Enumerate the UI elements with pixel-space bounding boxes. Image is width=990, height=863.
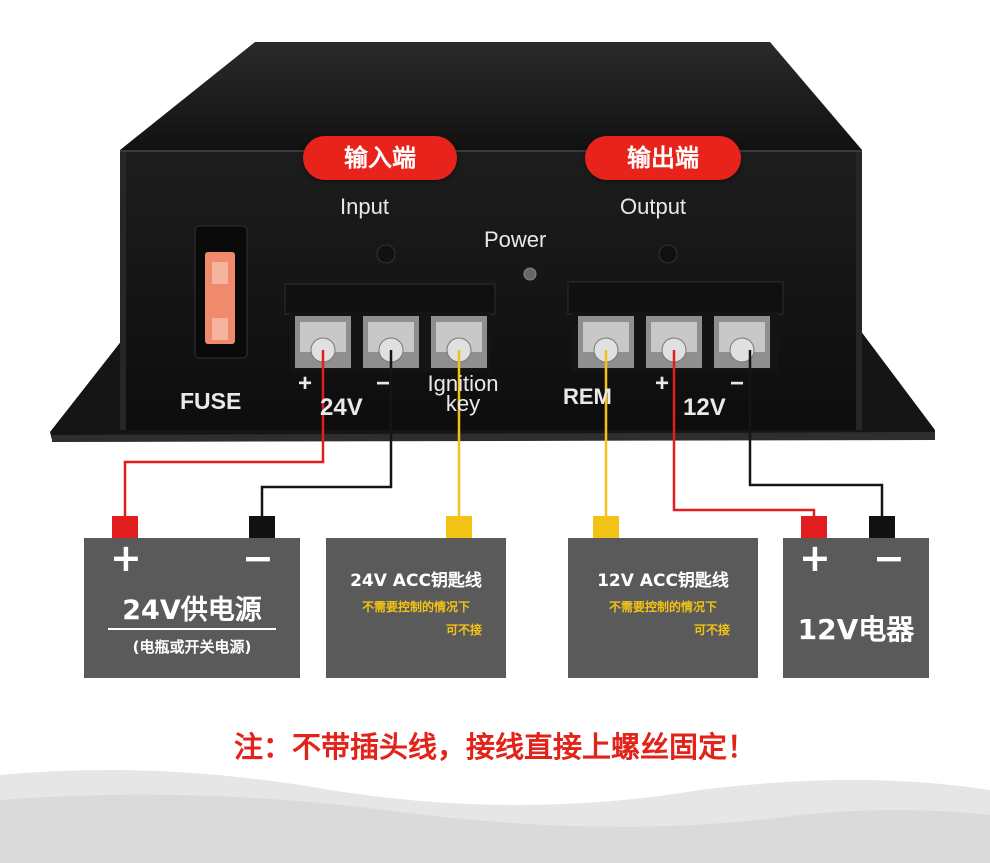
input-voltage-label: 24V: [320, 394, 363, 421]
output-label: Output: [620, 194, 687, 219]
supply-minus: −: [242, 536, 274, 580]
wire-output-positive: [672, 350, 816, 520]
output-tag: 输出端: [585, 136, 741, 180]
acc24-note-1: 不需要控制的情况下: [361, 600, 470, 614]
acc24-title: 24V ACC钥匙线: [350, 571, 482, 591]
supply-divider: [108, 628, 276, 630]
wire-output-negative: [748, 350, 884, 520]
output-plus-label: +: [655, 370, 670, 397]
supply-negative-terminal: [249, 516, 275, 538]
acc24-note-2: 可不接: [446, 623, 483, 637]
rem-label: REM: [563, 384, 612, 409]
input-minus-label: −: [376, 370, 391, 397]
appliance-minus: −: [873, 536, 905, 580]
output-voltage-label: 12V: [683, 394, 726, 421]
input-label: Input: [340, 194, 389, 219]
ignition-label-line1: Ignition: [427, 371, 499, 396]
acc12-terminal: [593, 516, 619, 538]
wire-input-negative: [260, 350, 393, 520]
supply-positive-terminal: [112, 516, 138, 538]
acc12-box: 12V ACC钥匙线 不需要控制的情况下 可不接: [568, 538, 758, 678]
output-minus-label: −: [730, 370, 745, 397]
fuse-label: FUSE: [180, 388, 242, 414]
acc24-box: 24V ACC钥匙线 不需要控制的情况下 可不接: [326, 538, 506, 678]
appliance-plus: +: [799, 536, 831, 580]
ignition-label-line2: key: [445, 391, 481, 416]
footer-note: 注：不带插头线，接线直接上螺丝固定！: [233, 730, 756, 764]
appliance-negative-terminal: [869, 516, 895, 538]
power-label: Power: [484, 227, 547, 252]
acc12-note-1: 不需要控制的情况下: [608, 600, 717, 614]
supply-title: 24V供电源: [122, 595, 262, 626]
acc12-note-2: 可不接: [694, 623, 731, 637]
supply-box: + − 24V供电源 (电瓶或开关电源): [84, 536, 300, 678]
input-plus-label: +: [298, 370, 313, 397]
input-tag: 输入端: [303, 136, 457, 180]
wire-input-positive: [123, 350, 325, 520]
appliance-title: 12V电器: [797, 613, 915, 646]
supply-subtitle: (电瓶或开关电源): [132, 638, 252, 656]
supply-plus: +: [110, 536, 142, 580]
acc12-title: 12V ACC钥匙线: [597, 571, 729, 591]
acc24-terminal: [446, 516, 472, 538]
appliance-positive-terminal: [801, 516, 827, 538]
ignition-label: Ignition key: [422, 371, 504, 416]
appliance-box: + − 12V电器: [783, 536, 929, 678]
